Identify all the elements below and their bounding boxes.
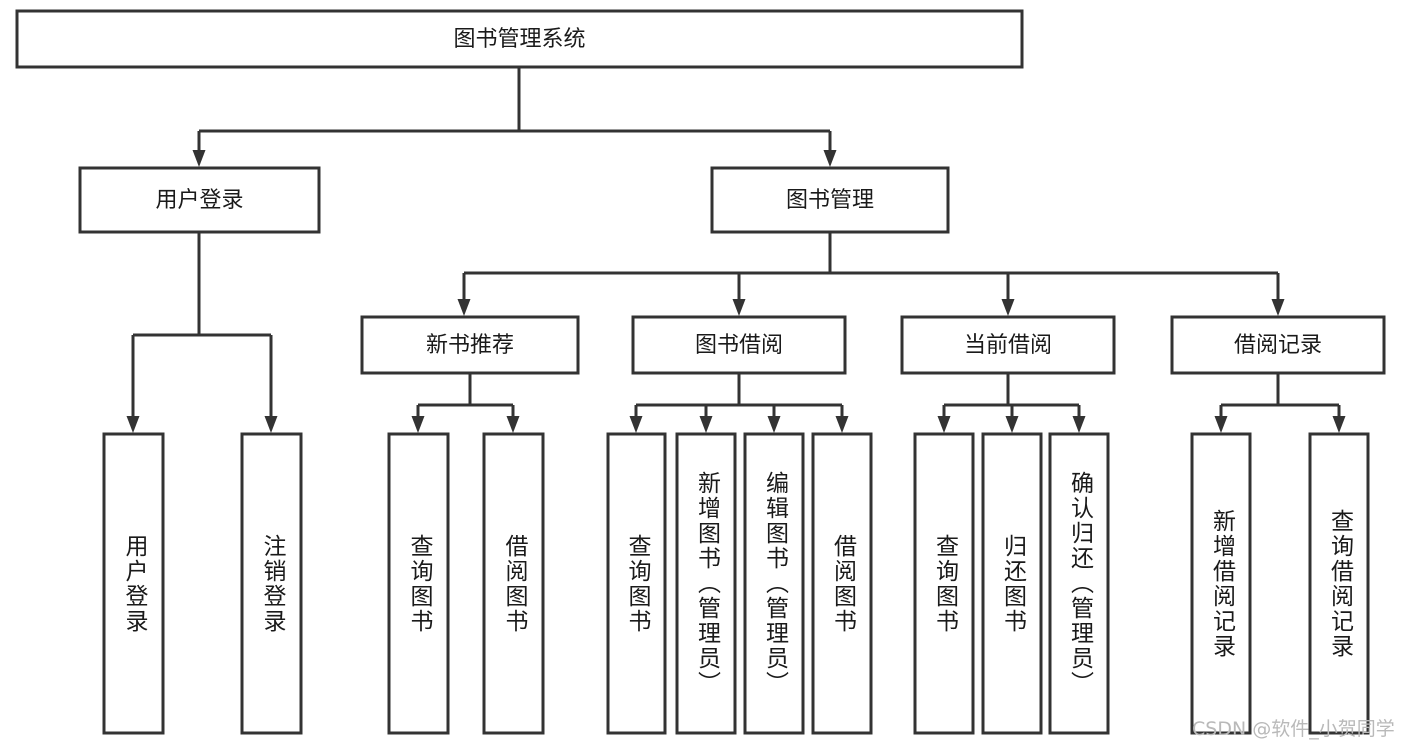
node-l3_1[interactable]: 新书推荐: [360, 315, 580, 375]
edge-arrow-icon: [1271, 299, 1285, 316]
edge-arrow-icon: [126, 416, 140, 433]
edge-group-borrow-record-to-leaves: [1214, 373, 1346, 433]
edge-arrow-icon: [1005, 416, 1019, 433]
node-box[interactable]: [1190, 432, 1252, 735]
edge-arrow-icon: [629, 416, 643, 433]
edge-group-book-mgmt-to-level3: [457, 232, 1285, 316]
edge-arrow-icon: [835, 416, 849, 433]
node-leaf_1[interactable]: [102, 432, 165, 735]
node-box[interactable]: [78, 166, 321, 234]
node-label: 图书借阅: [695, 333, 783, 358]
edge-arrow-icon: [823, 150, 837, 167]
edge-group-user-login-to-leaves: [126, 232, 278, 433]
node-box[interactable]: [675, 432, 737, 735]
node-l3_2[interactable]: 图书借阅: [631, 315, 847, 375]
node-box[interactable]: [15, 9, 1024, 69]
node-leaf_8[interactable]: [811, 432, 873, 735]
node-label: 用户登录: [155, 188, 243, 213]
edge-arrow-icon: [506, 416, 520, 433]
edge-group-new-book-to-leaves: [411, 373, 520, 433]
node-box[interactable]: [981, 432, 1043, 735]
node-leaf_4[interactable]: [482, 432, 545, 735]
node-l3_4[interactable]: 借阅记录: [1170, 315, 1386, 375]
edge-group-root-to-level2: [192, 67, 837, 167]
node-box[interactable]: [606, 432, 667, 735]
node-label: 图书管理: [786, 188, 874, 213]
edge-group-current-borrow-to-leaves: [937, 373, 1086, 433]
node-box[interactable]: [387, 432, 450, 735]
node-label: 借阅记录: [1234, 333, 1322, 358]
node-l2_2[interactable]: 图书管理: [710, 166, 950, 234]
edge-arrow-icon: [1001, 299, 1015, 316]
node-box[interactable]: [631, 315, 847, 375]
node-box[interactable]: [900, 315, 1116, 375]
node-box[interactable]: [360, 315, 580, 375]
node-box[interactable]: [743, 432, 805, 735]
edge-arrow-icon: [937, 416, 951, 433]
edge-arrow-icon: [1332, 416, 1346, 433]
node-box[interactable]: [240, 432, 303, 735]
node-box[interactable]: [482, 432, 545, 735]
edge-arrow-icon: [264, 416, 278, 433]
node-box[interactable]: [710, 166, 950, 234]
node-box[interactable]: [1048, 432, 1110, 735]
node-leaf_11[interactable]: [1048, 432, 1110, 735]
node-label: 新书推荐: [426, 333, 514, 358]
node-box[interactable]: [1308, 432, 1370, 735]
node-leaf_9[interactable]: [913, 432, 975, 735]
node-leaf_6[interactable]: [675, 432, 737, 735]
node-box[interactable]: [102, 432, 165, 735]
csdn-watermark: CSDN @软件_小贺同学: [1192, 718, 1395, 740]
edge-arrow-icon: [192, 150, 206, 167]
edge-arrow-icon: [732, 299, 746, 316]
connector-edges-layer: [126, 67, 1346, 433]
edge-arrow-icon: [767, 416, 781, 433]
node-label: 当前借阅: [964, 333, 1052, 358]
node-leaf_10[interactable]: [981, 432, 1043, 735]
node-leaf_3[interactable]: [387, 432, 450, 735]
edge-arrow-icon: [699, 416, 713, 433]
node-leaf_2[interactable]: [240, 432, 303, 735]
node-root[interactable]: 图书管理系统: [15, 9, 1024, 69]
node-label: 图书管理系统: [453, 27, 585, 52]
edge-arrow-icon: [1214, 416, 1228, 433]
node-leaf_7[interactable]: [743, 432, 805, 735]
node-l3_3[interactable]: 当前借阅: [900, 315, 1116, 375]
node-box[interactable]: [811, 432, 873, 735]
edge-group-borrow-book-to-leaves: [629, 373, 849, 433]
node-leaf_5[interactable]: [606, 432, 667, 735]
node-box[interactable]: [913, 432, 975, 735]
node-l2_1[interactable]: 用户登录: [78, 166, 321, 234]
node-box[interactable]: [1170, 315, 1386, 375]
node-leaf_13[interactable]: [1308, 432, 1370, 735]
edge-arrow-icon: [1072, 416, 1086, 433]
edge-arrow-icon: [411, 416, 425, 433]
node-leaf_12[interactable]: [1190, 432, 1252, 735]
edge-arrow-icon: [457, 299, 471, 316]
